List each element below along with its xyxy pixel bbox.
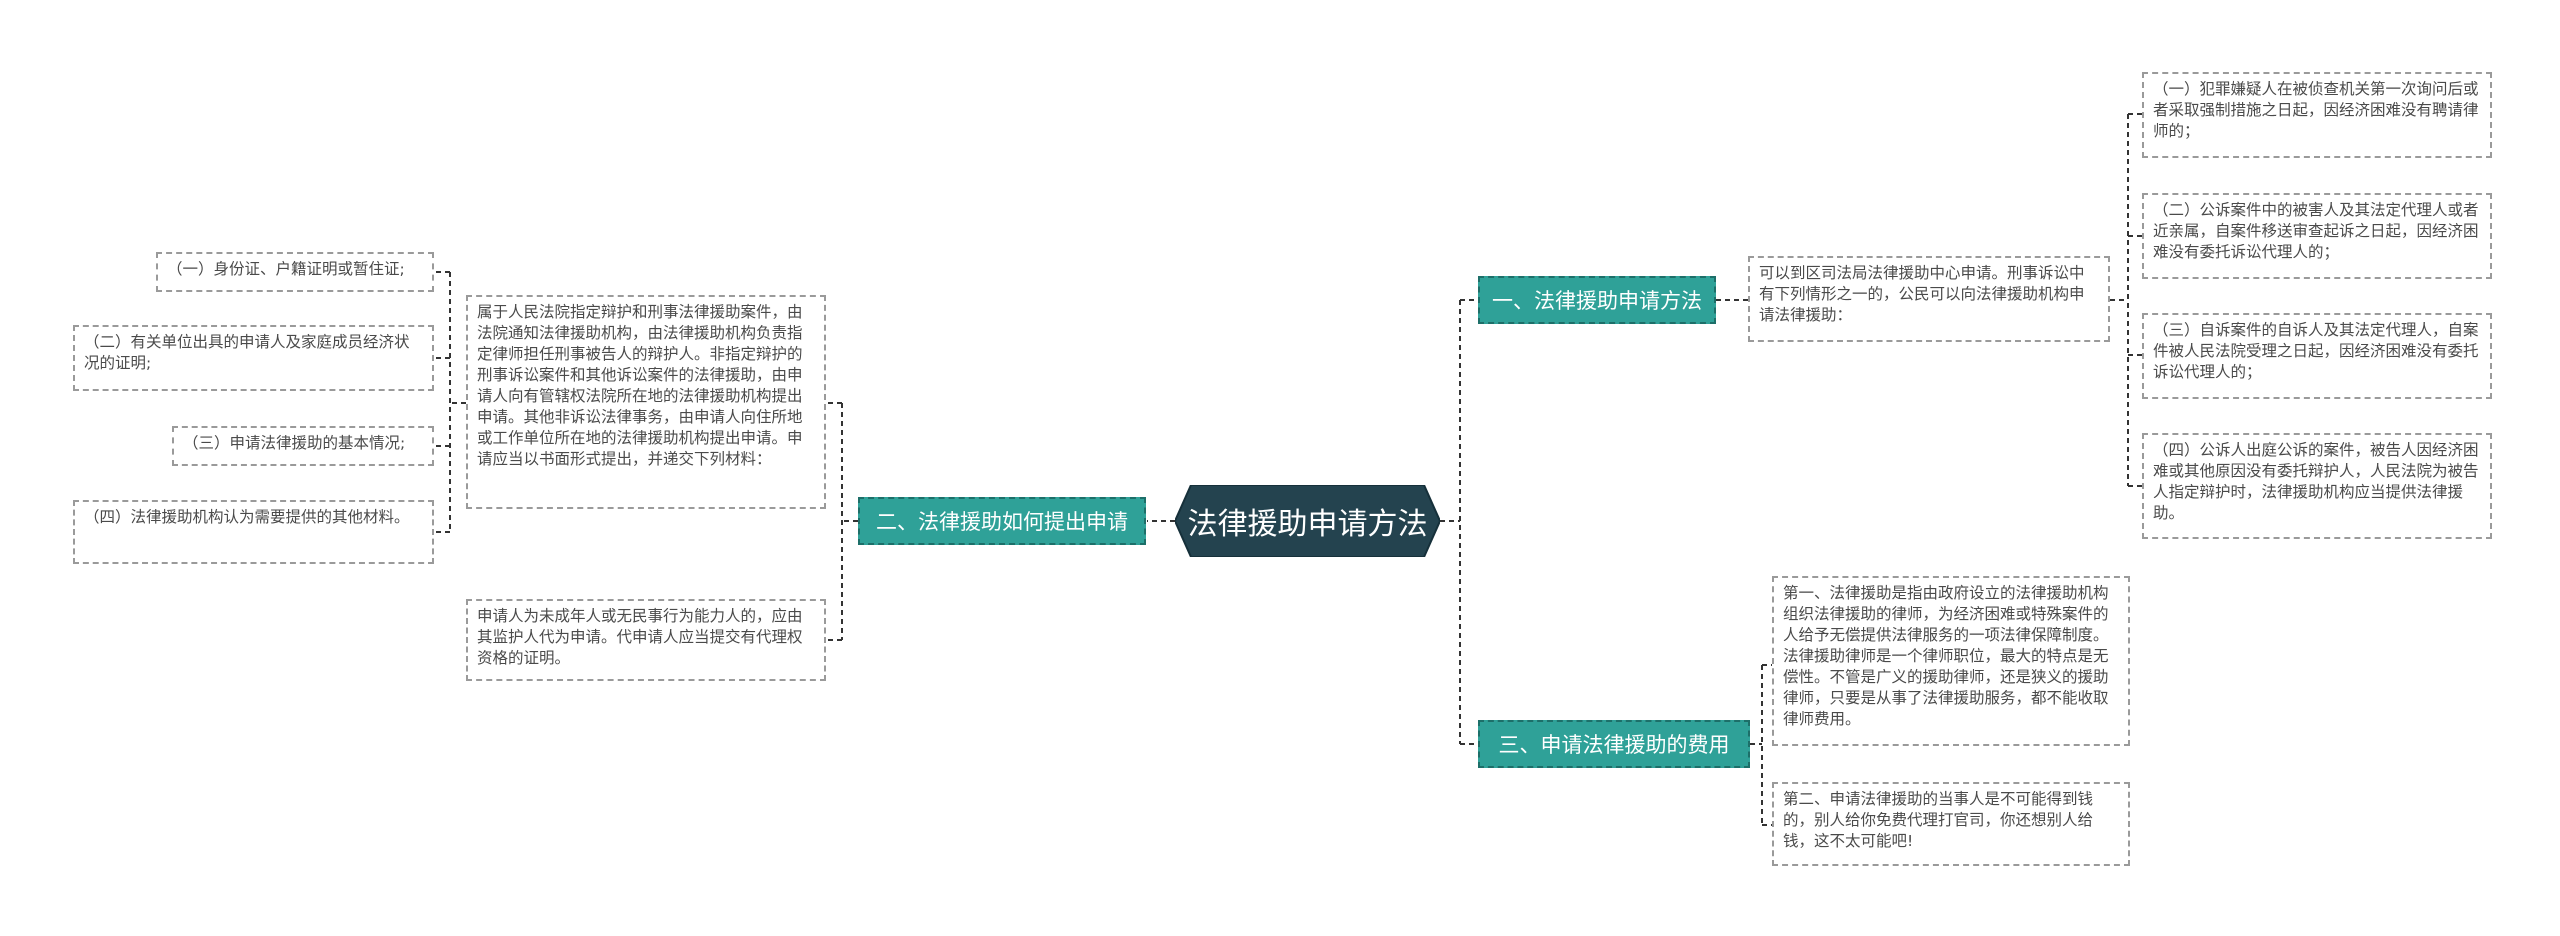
b1-item-4[interactable]: （四）公诉人出庭公诉的案件，被告人因经济困难或其他原因没有委托辩护人，人民法院为…	[2142, 433, 2492, 539]
b1-item-2[interactable]: （二）公诉案件中的被害人及其法定代理人或者近亲属，自案件移送审查起诉之日起，因经…	[2142, 193, 2492, 279]
root-topic[interactable]: 法律援助申请方法	[1175, 485, 1440, 557]
b2-material-1[interactable]: （一）身份证、户籍证明或暂住证;	[156, 252, 434, 292]
root-title: 法律援助申请方法	[1187, 507, 1428, 542]
b1-item-3[interactable]: （三）自诉案件的自诉人及其法定代理人，自案件被人民法院受理之日起，因经济困难没有…	[2142, 313, 2492, 399]
b2-main-text[interactable]: 属于人民法院指定辩护和刑事法律援助案件，由法院通知法律援助机构，由法律援助机构负…	[466, 295, 826, 509]
b1-intro-text[interactable]: 可以到区司法局法律援助中心申请。刑事诉讼中有下列情形之一的，公民可以向法律援助机…	[1748, 256, 2110, 342]
branch-how-to-apply[interactable]: 二、法律援助如何提出申请	[858, 497, 1146, 545]
b2-minor-applicant-text[interactable]: 申请人为未成年人或无民事行为能力人的，应由其监护人代为申请。代申请人应当提交有代…	[466, 599, 826, 681]
root-hexagon-shape	[1175, 485, 1440, 557]
b2-material-2[interactable]: （二）有关单位出具的申请人及家庭成员经济状况的证明;	[73, 325, 434, 391]
b1-item-1[interactable]: （一）犯罪嫌疑人在被侦查机关第一次询问后或者采取强制措施之日起，因经济困难没有聘…	[2142, 72, 2492, 158]
b2-material-3[interactable]: （三）申请法律援助的基本情况;	[172, 426, 434, 466]
b2-material-4[interactable]: （四）法律援助机构认为需要提供的其他材料。	[73, 500, 434, 564]
branch-application-method[interactable]: 一、法律援助申请方法	[1478, 276, 1716, 324]
b3-second-point[interactable]: 第二、申请法律援助的当事人是不可能得到钱的，别人给你免费代理打官司，你还想别人给…	[1772, 782, 2130, 866]
b3-first-point[interactable]: 第一、法律援助是指由政府设立的法律援助机构组织法律援助的律师，为经济困难或特殊案…	[1772, 576, 2130, 746]
branch-application-fees[interactable]: 三、申请法律援助的费用	[1478, 720, 1750, 768]
